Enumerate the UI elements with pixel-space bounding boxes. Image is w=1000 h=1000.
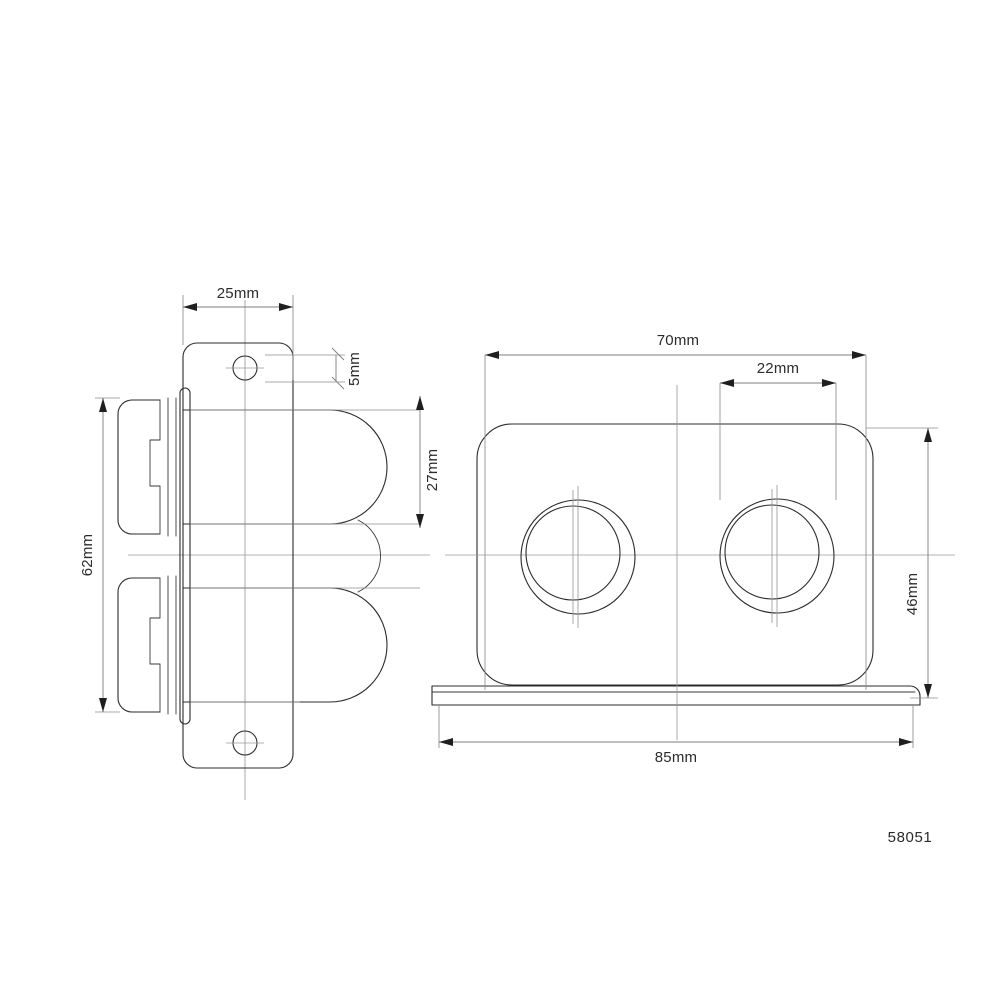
dim-62-label: 62mm — [79, 534, 96, 576]
front-body-outline — [476, 423, 874, 686]
dim-85-arrow-right — [899, 738, 913, 746]
dim-85-arrow-left — [439, 738, 453, 746]
dim-5-label: 5mm — [346, 352, 363, 386]
dim-46-arrow-bottom — [924, 684, 932, 698]
connector-intersect-arc — [357, 519, 381, 593]
upper-connector-body — [182, 409, 388, 525]
upper-connector-collar-slot — [149, 399, 161, 535]
dim-27-arrow-top — [416, 396, 424, 410]
dim-62-arrow-bottom — [99, 698, 107, 712]
dim-5-tick-top — [331, 347, 345, 361]
dim-85-label: 85mm — [655, 749, 697, 766]
side-view-group: 25mm 5mm 62mm 27mm — [79, 285, 441, 800]
dim-25-arrow-right — [279, 303, 293, 311]
dim-25-arrow-left — [183, 303, 197, 311]
upper-connector-rear-shell — [117, 399, 161, 535]
dim-70-label: 70mm — [657, 332, 699, 349]
part-number-label: 58051 — [888, 829, 933, 846]
dim-27-arrow-bottom — [416, 514, 424, 528]
dim-25-label: 25mm — [217, 285, 259, 302]
dim-70-arrow-right — [852, 351, 866, 359]
base-plate-outline — [431, 685, 921, 706]
dim-46-label: 46mm — [904, 573, 921, 615]
dim-22-arrow-left — [720, 379, 734, 387]
dim-22-arrow-right — [822, 379, 836, 387]
lower-connector-body — [182, 587, 388, 703]
dim-5-tick-bottom — [331, 376, 345, 390]
lower-connector-collar-slot — [149, 577, 161, 713]
gasket-flange-strip — [179, 387, 191, 725]
dim-70-arrow-left — [485, 351, 499, 359]
dim-46-arrow-top — [924, 428, 932, 442]
dim-22-label: 22mm — [757, 360, 799, 377]
lower-connector-rear-shell — [117, 577, 161, 713]
dim-27-label: 27mm — [424, 449, 441, 491]
front-view-group: 70mm 22mm 46mm 85mm — [431, 332, 955, 766]
dim-62-arrow-top — [99, 398, 107, 412]
mounting-plate-outline — [182, 342, 294, 769]
